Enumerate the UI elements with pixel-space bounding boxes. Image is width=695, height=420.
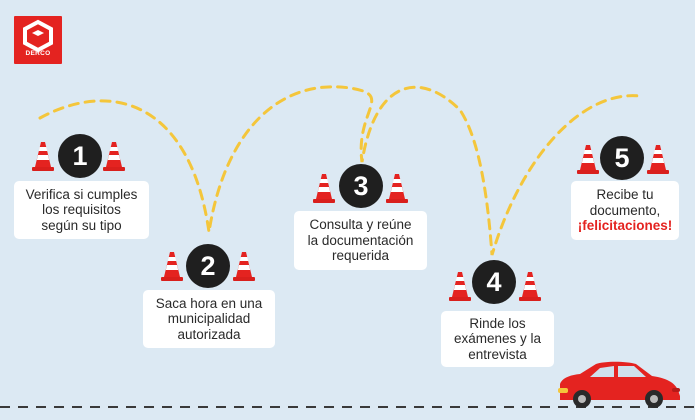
- step-3-box: Consulta y reúne la documentación requer…: [294, 211, 427, 270]
- step-4-box: Rinde los exámenes y la entrevista: [441, 311, 554, 367]
- traffic-cone-icon: [32, 142, 54, 171]
- step-1-number: 1: [58, 134, 102, 178]
- step-4-line-1: Rinde los: [469, 315, 526, 331]
- step-5-box: Recibe tu documento, ¡felicitaciones!: [571, 181, 679, 240]
- derco-logo-icon: [23, 19, 53, 53]
- traffic-cone-icon: [449, 272, 471, 301]
- dashed-route: [38, 85, 642, 256]
- red-car-icon: [558, 361, 680, 408]
- step-5-line-2: documento,: [589, 202, 661, 218]
- traffic-cone-icon: [161, 252, 183, 281]
- step-3-line-2: la documentación: [307, 232, 414, 248]
- step-3-line-3: requerida: [331, 248, 390, 264]
- traffic-cone-icon: [103, 142, 125, 171]
- logo-text: DERCO: [25, 50, 51, 57]
- step-4-line-2: exámenes y la: [453, 331, 542, 347]
- step-2-line-1: Saca hora en una: [155, 295, 263, 311]
- step-2-line-2: municipalidad: [167, 311, 251, 327]
- step-2-box: Saca hora en una municipalidad autorizad…: [143, 290, 275, 348]
- cones-group: [32, 142, 669, 301]
- step-2-number: 2: [186, 244, 230, 288]
- step-5-highlight: ¡felicitaciones!: [577, 218, 673, 234]
- step-1-line-1: Verifica si cumples: [25, 186, 138, 202]
- step-3-number: 3: [339, 164, 383, 208]
- step-4-line-3: entrevista: [468, 346, 527, 362]
- step-1-line-2: los requisitos: [42, 202, 121, 218]
- traffic-cone-icon: [386, 174, 408, 203]
- traffic-cone-icon: [233, 252, 255, 281]
- step-5-number: 5: [600, 136, 644, 180]
- step-3-line-1: Consulta y reúne: [309, 217, 412, 233]
- traffic-cone-icon: [519, 272, 541, 301]
- step-2-line-3: autorizada: [177, 326, 241, 342]
- traffic-cone-icon: [313, 174, 335, 203]
- traffic-cone-icon: [577, 145, 599, 174]
- step-1-box: Verifica si cumples los requisitos según…: [14, 181, 149, 239]
- step-4-number: 4: [472, 260, 516, 304]
- step-5-line-1: Recibe tu: [596, 187, 654, 203]
- traffic-cone-icon: [647, 145, 669, 174]
- step-1-line-3: según su tipo: [41, 217, 122, 233]
- brand-logo: DERCO: [14, 16, 62, 64]
